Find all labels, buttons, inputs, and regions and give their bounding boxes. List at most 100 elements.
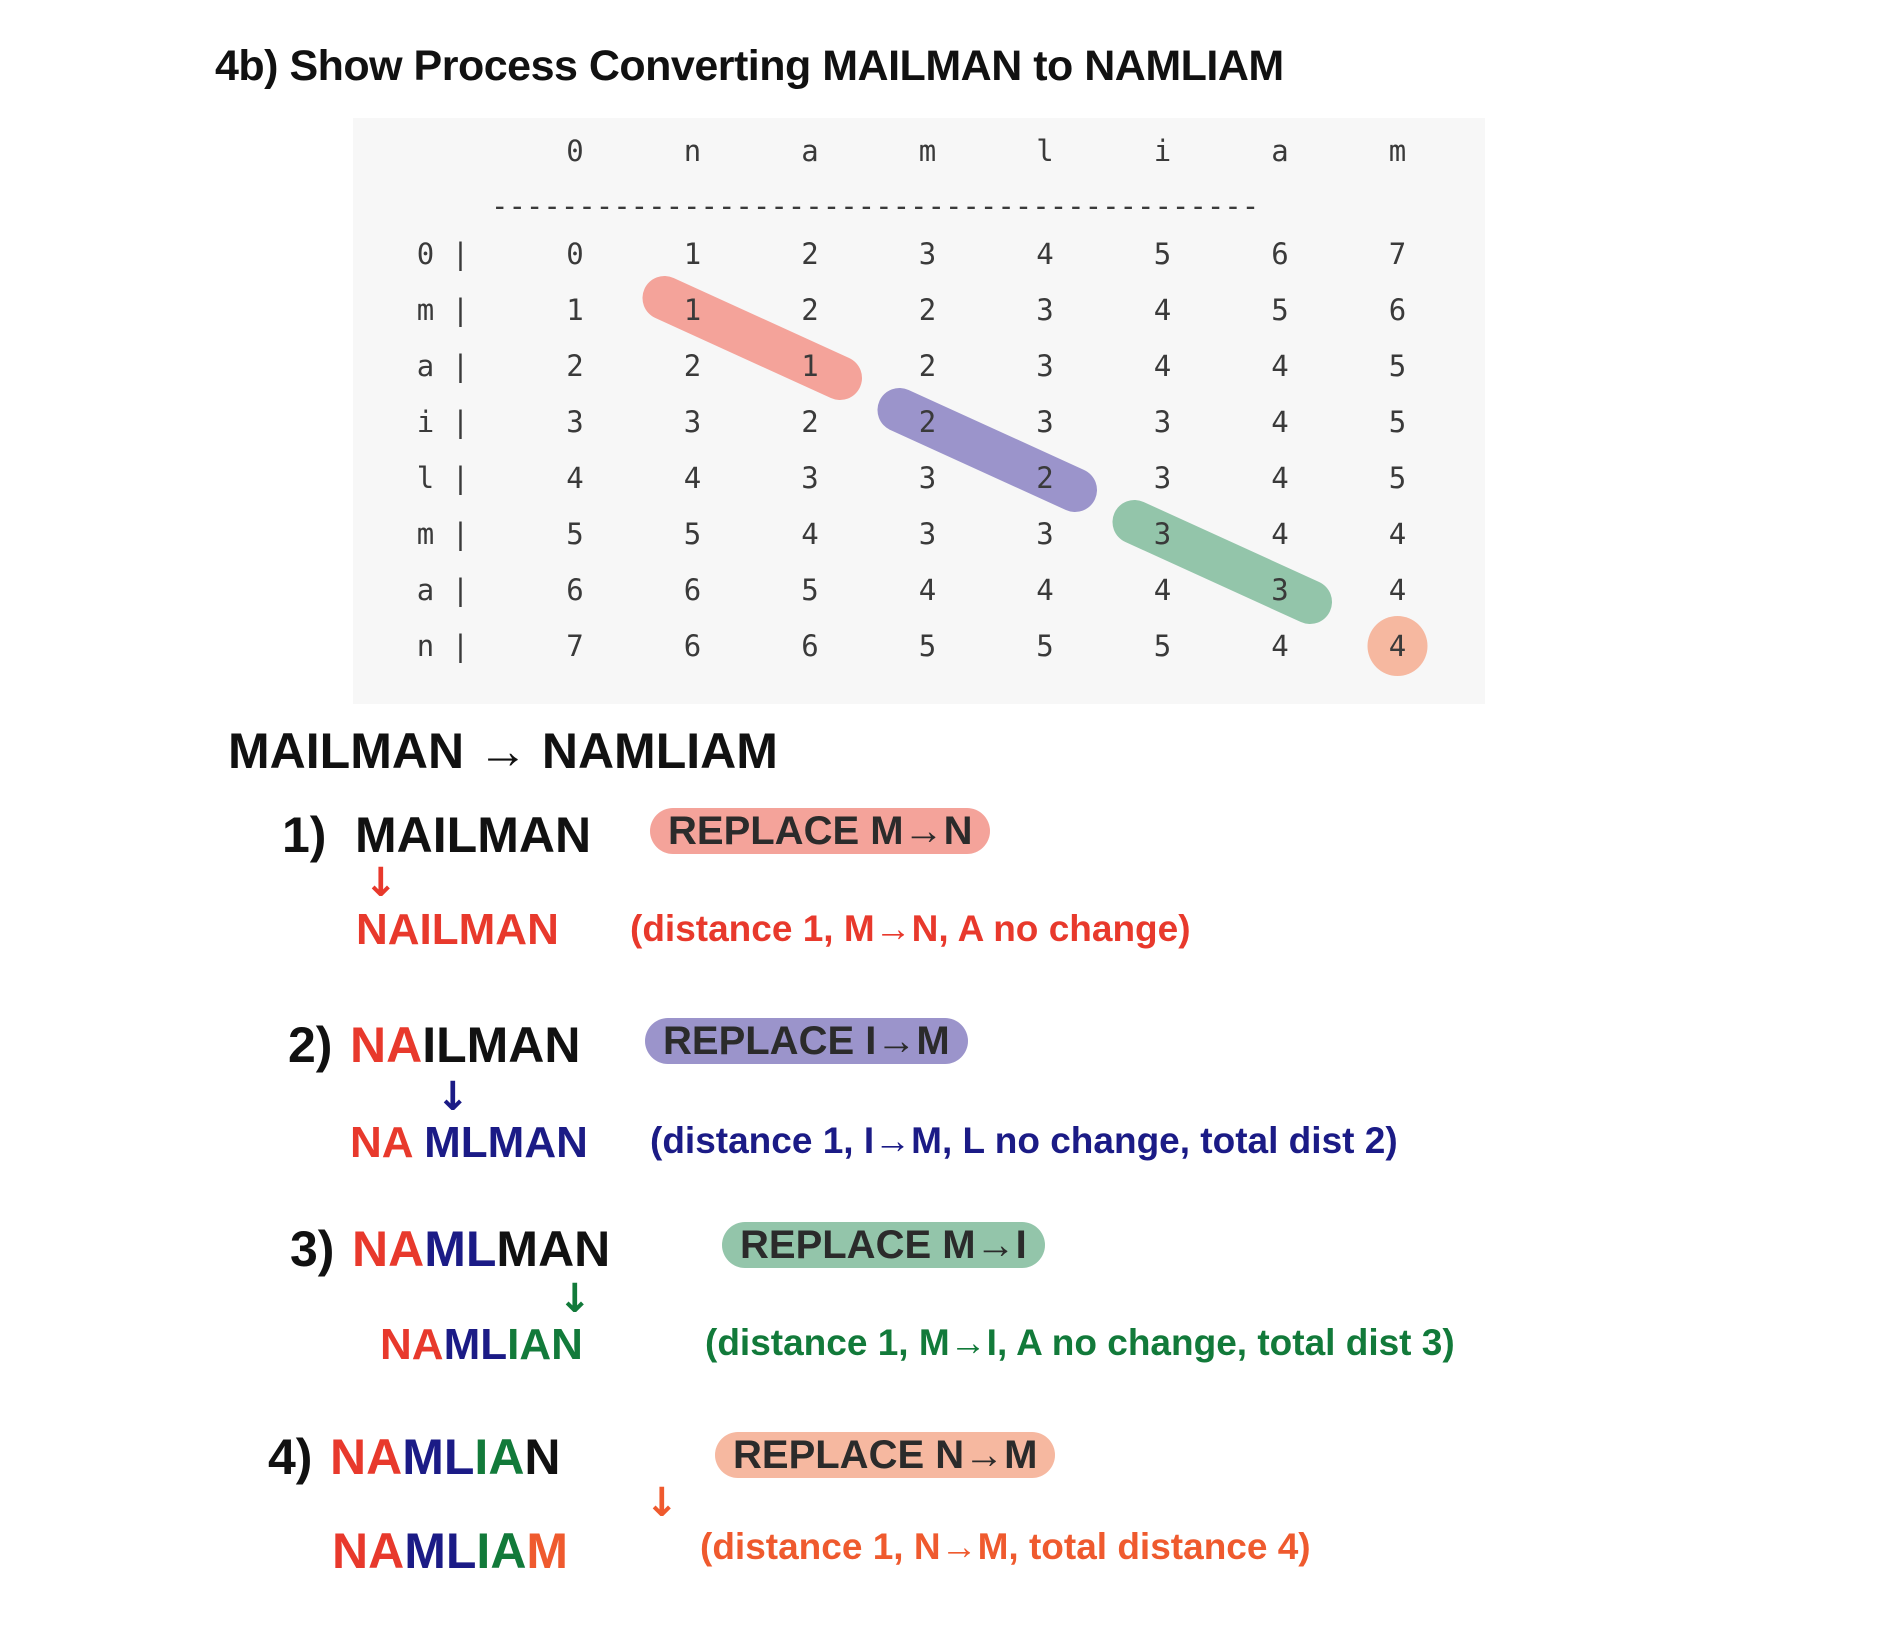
step-4-arrow-icon: ↓ (645, 1480, 679, 1526)
highlight-stroke-3 (1112, 500, 1332, 624)
step-3-word: NAMLMAN (352, 1220, 610, 1278)
matrix-cell-2-3: 2 (919, 349, 936, 383)
matrix-cell-1-2: 2 (801, 293, 818, 327)
step-4-result-segment-2: IA (476, 1523, 527, 1579)
matrix-cell-4-5: 3 (1154, 461, 1171, 495)
step-4-result: NAMLIAM (332, 1522, 568, 1580)
matrix-cell-2-7: 5 (1389, 349, 1406, 383)
matrix-cell-2-2: 1 (801, 349, 818, 383)
row-label-4: l | (417, 461, 469, 495)
step-4-word: NAMLIAN (330, 1428, 561, 1486)
matrix-cell-3-2: 2 (801, 405, 818, 439)
step-1-tag: REPLACE M→N (650, 808, 991, 854)
step-3-arrow-icon: ↓ (558, 1276, 592, 1322)
step-3-word-segment-1: ML (424, 1221, 497, 1277)
matrix-cell-4-2: 3 (801, 461, 818, 495)
step-3-number: 3) (290, 1221, 335, 1277)
row-label-1: m | (417, 293, 469, 327)
matrix-cell-7-7: 4 (1389, 629, 1406, 663)
step-4-tag: REPLACE N→M (715, 1432, 1056, 1478)
matrix-cell-0-6: 6 (1271, 237, 1288, 271)
step-3-result-segment-0: NA (380, 1320, 444, 1369)
col-header-6: a (1271, 134, 1288, 168)
matrix-cell-6-4: 4 (1036, 573, 1053, 607)
step-2-tag: REPLACE I→M (645, 1018, 968, 1064)
col-header-0: 0 (566, 134, 583, 168)
highlight-stroke-2 (877, 388, 1097, 512)
col-header-7: m (1389, 134, 1406, 168)
matrix-cell-1-3: 2 (919, 293, 936, 327)
summary-line: MAILMAN → NAMLIAM (228, 723, 778, 779)
step-4-result-segment-1: ML (404, 1523, 477, 1579)
step-4-word-segment-0: NA (330, 1429, 403, 1485)
col-header-1: n (684, 134, 701, 168)
matrix-cell-0-0: 0 (566, 237, 583, 271)
matrix-cell-2-4: 3 (1036, 349, 1053, 383)
step-3-word-segment-2: MAN (496, 1221, 611, 1277)
step-2-word: NAILMAN (350, 1016, 581, 1074)
matrix-cell-7-2: 6 (801, 629, 818, 663)
matrix-cell-4-6: 4 (1271, 461, 1288, 495)
matrix-cell-6-0: 6 (566, 573, 583, 607)
step-3-note: (distance 1, M→I, A no change, total dis… (705, 1322, 1455, 1363)
matrix-cell-7-5: 5 (1154, 629, 1171, 663)
step-3-tag: REPLACE M→I (722, 1222, 1045, 1268)
matrix-cell-2-0: 2 (566, 349, 583, 383)
step-2-word-segment-0: NA (350, 1017, 423, 1073)
matrix-cell-0-7: 7 (1389, 237, 1406, 271)
matrix-cell-3-7: 5 (1389, 405, 1406, 439)
matrix-cell-6-2: 5 (801, 573, 818, 607)
step-4-result-segment-3: M (526, 1523, 569, 1579)
step-4-word-segment-2: IA (474, 1429, 525, 1485)
step-1-arrow-icon: ↓ (364, 860, 398, 906)
step-1-note: (distance 1, M→N, A no change) (630, 908, 1191, 949)
matrix-cell-6-6: 3 (1271, 573, 1288, 607)
matrix-cell-0-5: 5 (1154, 237, 1171, 271)
matrix-cell-5-4: 3 (1036, 517, 1053, 551)
matrix-cell-7-0: 7 (566, 629, 583, 663)
matrix-cell-1-7: 6 (1389, 293, 1406, 327)
step-2-number: 2) (288, 1017, 333, 1073)
step-1-number: 1) (282, 807, 327, 863)
col-header-2: a (801, 134, 818, 168)
highlight-stroke-1 (642, 276, 862, 400)
step-2-arrow-icon: ↓ (436, 1074, 470, 1120)
matrix-cell-4-3: 3 (919, 461, 936, 495)
header-divider: ----------------------------------------… (491, 189, 1259, 223)
matrix-cell-3-6: 4 (1271, 405, 1288, 439)
matrix-cell-6-7: 4 (1389, 573, 1406, 607)
step-1-word: MAILMAN (355, 806, 591, 864)
matrix-cell-5-2: 4 (801, 517, 818, 551)
matrix-cell-2-5: 4 (1154, 349, 1171, 383)
page-heading: 4b) Show Process Converting MAILMAN to N… (215, 42, 1284, 90)
step-2-note: (distance 1, I→M, L no change, total dis… (650, 1120, 1398, 1161)
step-3-result-segment-2: IAN (507, 1320, 583, 1369)
matrix-cell-0-2: 2 (801, 237, 818, 271)
matrix-cell-6-1: 6 (684, 573, 701, 607)
matrix-cell-4-0: 4 (566, 461, 583, 495)
matrix-cell-6-5: 4 (1154, 573, 1171, 607)
row-label-2: a | (417, 349, 469, 383)
matrix-cell-7-4: 5 (1036, 629, 1053, 663)
matrix-cell-2-1: 2 (684, 349, 701, 383)
step-4-number: 4) (268, 1429, 313, 1485)
matrix-cell-0-3: 3 (919, 237, 936, 271)
matrix-cell-3-1: 3 (684, 405, 701, 439)
matrix-cell-6-3: 4 (919, 573, 936, 607)
step-3-word-segment-0: NA (352, 1221, 425, 1277)
matrix-cell-4-4: 2 (1036, 461, 1053, 495)
matrix-cell-5-6: 4 (1271, 517, 1288, 551)
matrix-cell-0-4: 4 (1036, 237, 1053, 271)
matrix-cell-5-3: 3 (919, 517, 936, 551)
col-header-3: m (919, 134, 936, 168)
matrix-cell-1-1: 1 (684, 293, 701, 327)
matrix-cell-2-6: 4 (1271, 349, 1288, 383)
row-label-5: m | (417, 517, 469, 551)
matrix-cell-5-0: 5 (566, 517, 583, 551)
step-4-note: (distance 1, N→M, total distance 4) (700, 1526, 1311, 1567)
step-1-result: NAILMAN (356, 905, 559, 955)
matrix-cell-4-1: 4 (684, 461, 701, 495)
